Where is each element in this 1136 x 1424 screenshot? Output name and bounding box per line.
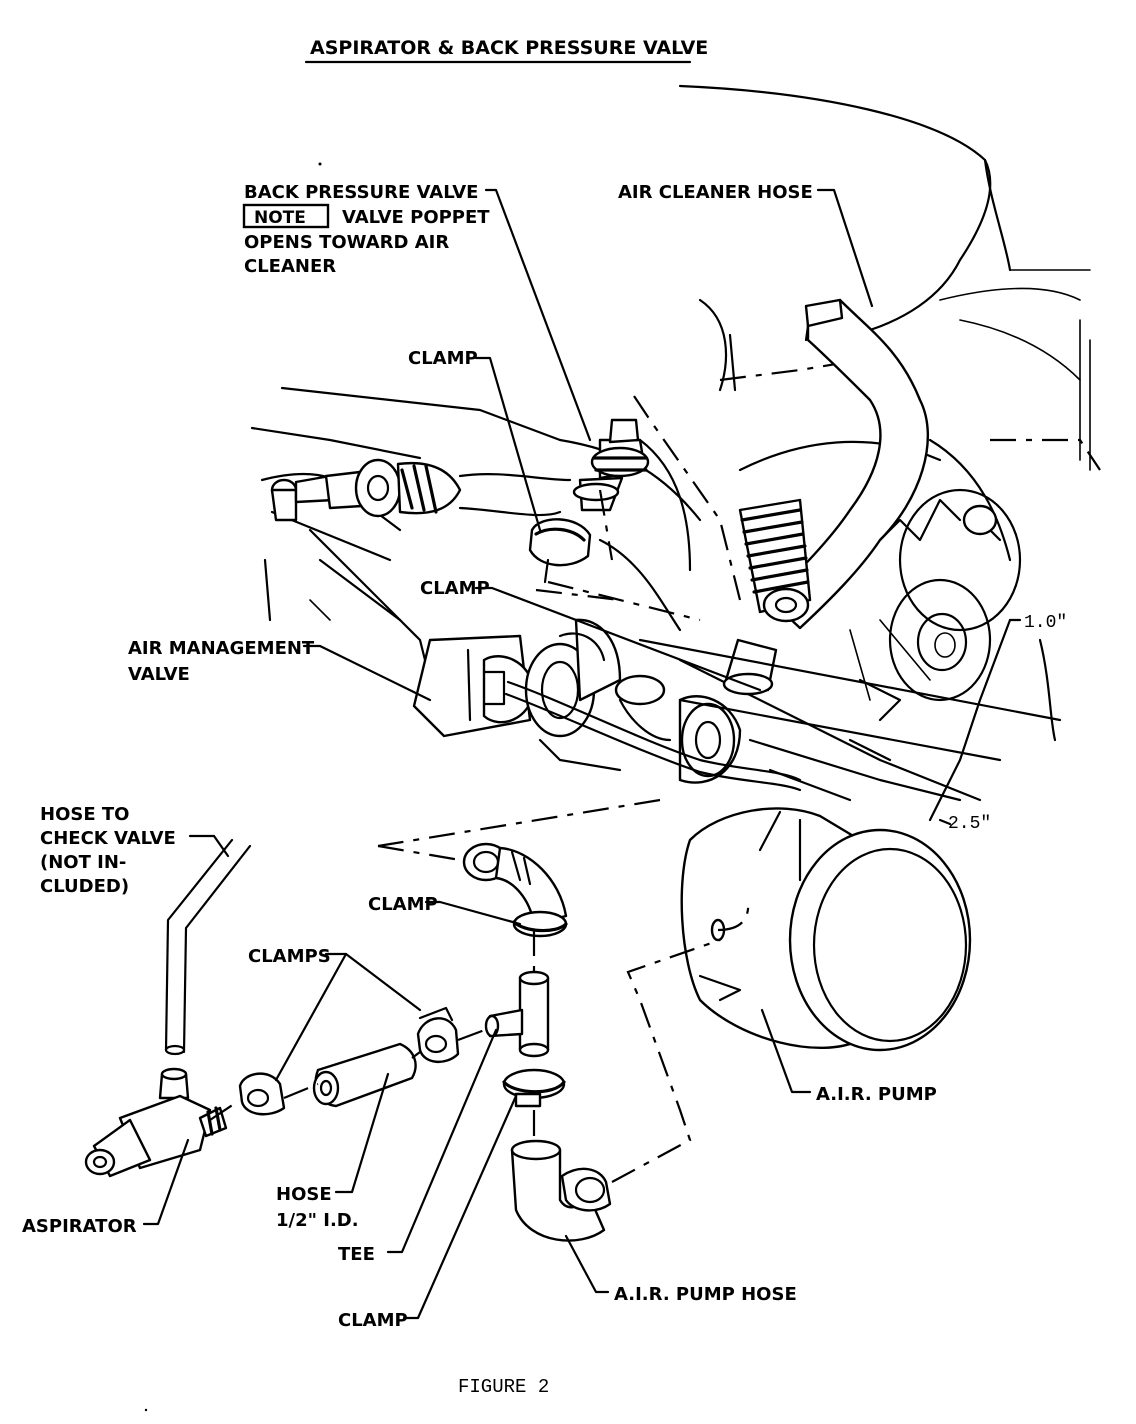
label-clamp-elbow: CLAMP — [368, 894, 438, 915]
label-clamp-middle: CLAMP — [420, 578, 490, 599]
label-valve-poppet: VALVE POPPET — [342, 207, 490, 228]
aspirator-part — [84, 1067, 228, 1178]
label-dim-top: 1.0" — [1024, 613, 1067, 633]
clamp-under-tee — [502, 1068, 566, 1108]
engine-block-outline — [250, 298, 1057, 802]
air-pump — [680, 807, 972, 1052]
air-pump-hose — [510, 1139, 612, 1242]
figure-caption: FIGURE 2 — [458, 1376, 549, 1398]
dimension-marks — [638, 618, 1062, 826]
label-air-management-2: VALVE — [128, 664, 190, 685]
label-hose-to-2: CHECK VALVE — [40, 828, 176, 849]
engine-pulleys — [848, 488, 1022, 762]
label-hose-half-2: 1/2" I.D. — [276, 1210, 359, 1231]
label-air-pump: A.I.R. PUMP — [816, 1084, 937, 1105]
label-hose-to-3: (NOT IN- — [40, 852, 126, 873]
tee-fitting — [484, 970, 550, 1058]
label-air-management-1: AIR MANAGEMENT — [128, 638, 315, 659]
label-air-pump-hose: A.I.R. PUMP HOSE — [614, 1284, 797, 1305]
label-note: NOTE — [254, 208, 306, 228]
hose-to-check-valve — [164, 838, 252, 1056]
label-hose-to-1: HOSE TO — [40, 804, 129, 825]
scan-speck — [144, 1408, 148, 1412]
label-back-pressure-valve: BACK PRESSURE VALVE — [244, 182, 478, 203]
label-air-cleaner-hose: AIR CLEANER HOSE — [618, 182, 813, 203]
upper-clamp — [528, 518, 592, 584]
leader-lines — [142, 188, 874, 1320]
scan-speck — [318, 162, 322, 166]
hose-half-inch — [312, 1042, 417, 1108]
label-hose-half-1: HOSE — [276, 1184, 332, 1205]
label-hose-to-4: CLUDED) — [40, 876, 129, 897]
corrugated-hose — [722, 498, 812, 696]
note-box — [242, 203, 330, 229]
back-pressure-valve — [572, 418, 650, 512]
label-dim-bottom: 2.5" — [948, 814, 991, 834]
air-management-valve — [412, 618, 802, 792]
upper-elbow — [462, 842, 568, 938]
label-aspirator: ASPIRATOR — [22, 1216, 137, 1237]
label-clamps: CLAMPS — [248, 946, 331, 967]
diagram-title: ASPIRATOR & BACK PRESSURE VALVE — [310, 37, 708, 59]
label-cleaner: CLEANER — [244, 256, 336, 277]
clamp-left-small — [238, 1072, 286, 1116]
label-clamp-upper: CLAMP — [408, 348, 478, 369]
label-tee: TEE — [338, 1244, 375, 1265]
engine-check-valve — [270, 458, 572, 522]
air-cleaner-housing — [678, 84, 1101, 471]
connection-lines — [209, 395, 742, 1183]
label-opens-toward: OPENS TOWARD AIR — [244, 232, 449, 253]
label-clamp-bottom: CLAMP — [338, 1310, 408, 1331]
clamp-right-small — [416, 1006, 460, 1063]
